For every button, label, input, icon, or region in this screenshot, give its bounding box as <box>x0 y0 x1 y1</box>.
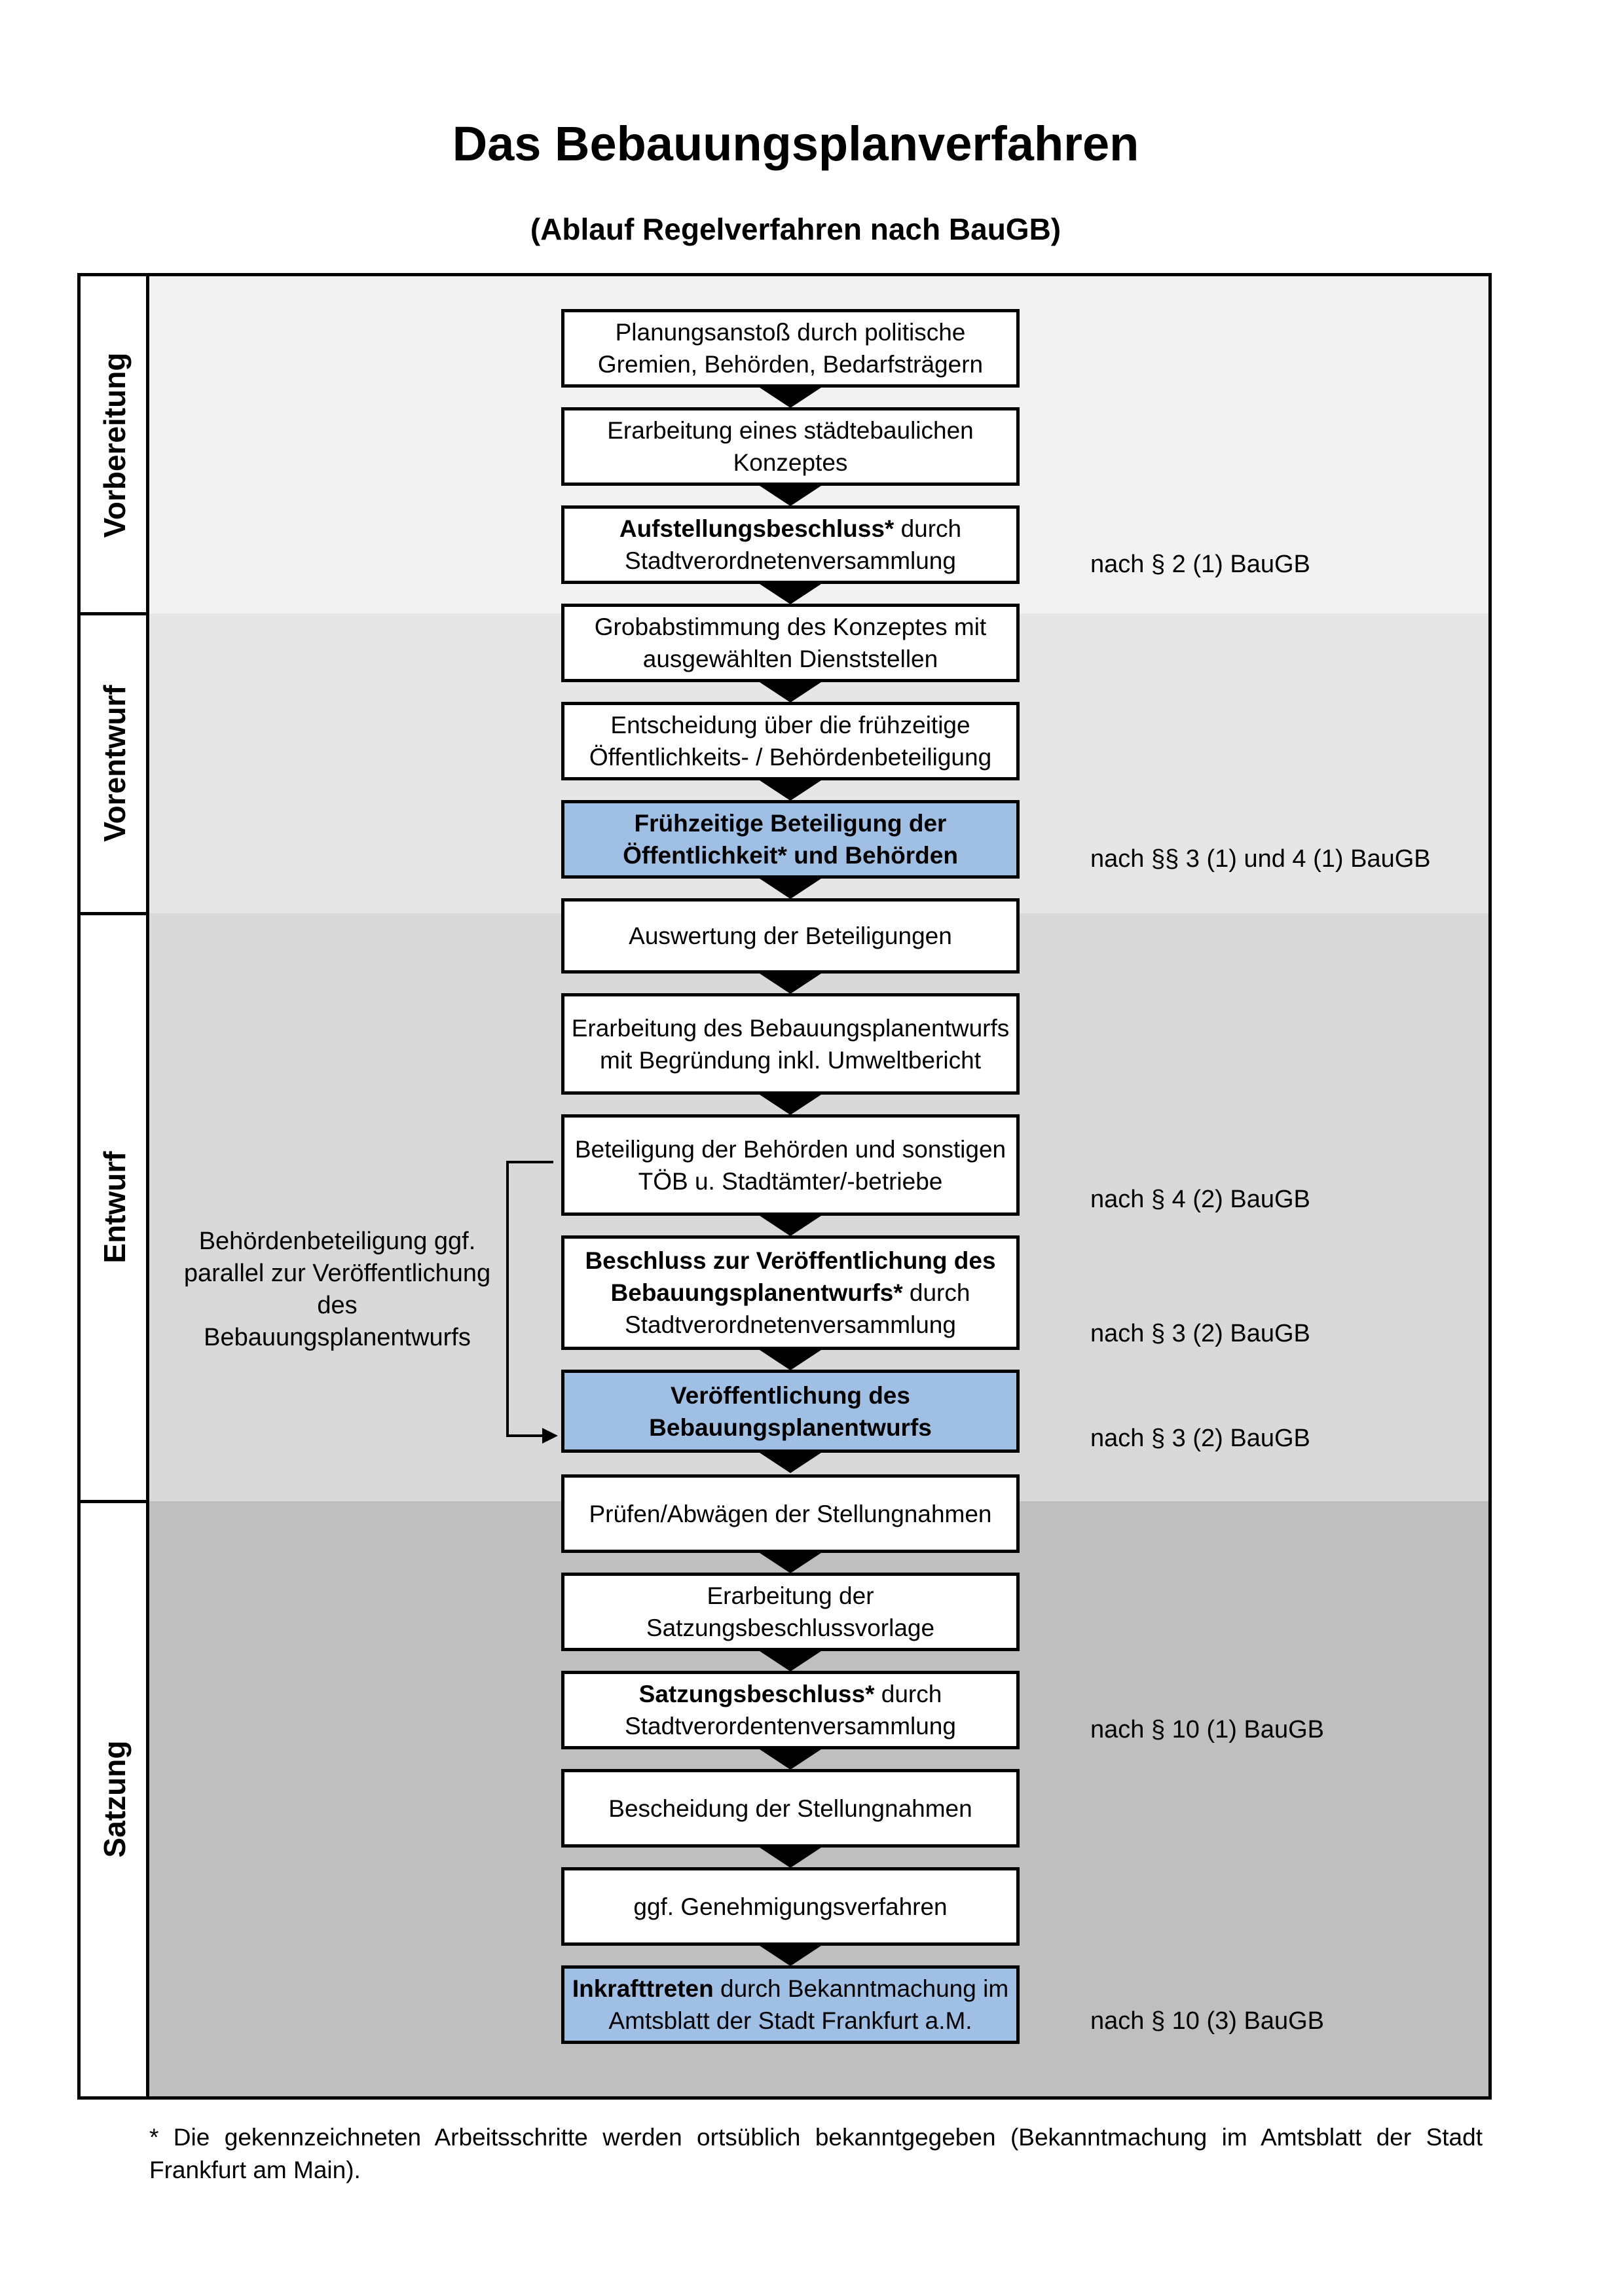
phase-cell-vorbereitung: Vorbereitung <box>81 276 149 613</box>
step-behoerdenbeteiligung: Beteiligung der Behörden und sonstigen T… <box>561 1114 1020 1216</box>
page-subtitle: (Ablauf Regelverfahren nach BauGB) <box>530 212 1061 246</box>
legal-reference: nach § 10 (3) BauGB <box>1090 2007 1324 2035</box>
step-text: Auswertung der Beteiligungen <box>629 922 952 949</box>
arrowhead-icon <box>542 1428 558 1444</box>
down-arrow-icon <box>758 1451 823 1473</box>
step-text: Planungsanstoß durch politische Gremien,… <box>597 319 984 378</box>
legal-reference: nach § 2 (1) BauGB <box>1090 551 1310 578</box>
footnote: * Die gekennzeichneten Arbeitsschritte w… <box>149 2124 1483 2183</box>
down-arrow-icon <box>758 484 823 506</box>
phase-cell-entwurf: Entwurf <box>81 913 149 1501</box>
step-text: Erarbeitung der Satzungsbeschlussvorlage <box>646 1582 935 1641</box>
down-arrow-icon <box>758 681 823 702</box>
step-pruefen-abwaegen: Prüfen/Abwägen der Stellungnahmen <box>561 1474 1020 1553</box>
step-text: Grobabstimmung des Konzeptes mit ausgewä… <box>594 613 987 672</box>
step-satzungsbeschluss: Satzungsbeschluss* durch Stadtverordente… <box>561 1671 1020 1749</box>
phase-divider <box>81 912 149 915</box>
down-arrow-icon <box>758 972 823 994</box>
down-arrow-icon <box>758 1944 823 1966</box>
step-text: Prüfen/Abwägen der Stellungnahmen <box>589 1500 992 1527</box>
step-text: Entscheidung über die frühzeitige Öffent… <box>589 712 992 771</box>
step-auswertung: Auswertung der Beteiligungen <box>561 898 1020 974</box>
step-text: Frühzeitige Beteiligung der Öffentlichke… <box>623 810 958 869</box>
down-arrow-icon <box>758 1748 823 1770</box>
step-satzungsbeschlussvorlage: Erarbeitung der Satzungsbeschlussvorlage <box>561 1573 1020 1651</box>
step-text: Erarbeitung eines städtebaulichen Konzep… <box>607 417 974 476</box>
down-arrow-icon <box>758 1552 823 1573</box>
step-text: Erarbeitung des Bebauungsplanentwurfs mi… <box>571 1014 1010 1074</box>
step-text: Inkrafttreten durch Bekanntmachung im Am… <box>572 1975 1009 2034</box>
legal-reference: nach § 3 (2) BauGB <box>1090 1320 1310 1347</box>
legal-reference: nach §§ 3 (1) und 4 (1) BauGB <box>1090 845 1431 873</box>
phase-cell-satzung: Satzung <box>81 1501 149 2096</box>
step-text: ggf. Genehmigungsverfahren <box>633 1893 948 1920</box>
step-fruehzeitige-beteiligung: Frühzeitige Beteiligung der Öffentlichke… <box>561 800 1020 879</box>
down-arrow-icon <box>758 877 823 899</box>
step-text: Veröffentlichung des Bebauungsplanentwur… <box>649 1381 932 1441</box>
step-text: Satzungsbeschluss* durch Stadtverordente… <box>625 1681 956 1740</box>
parallel-participation-note: Behördenbeteiligung ggf. parallel zur Ve… <box>183 1228 491 1351</box>
phase-divider <box>81 1500 149 1503</box>
down-arrow-icon <box>758 1093 823 1115</box>
down-arrow-icon <box>758 1214 823 1236</box>
legal-reference: nach § 10 (1) BauGB <box>1090 1716 1324 1743</box>
down-arrow-icon <box>758 583 823 604</box>
step-veroeffentlichungsbeschluss: Beschluss zur Veröffentlichung des Bebau… <box>561 1235 1020 1350</box>
connector-line <box>506 1161 553 1437</box>
step-konzept: Erarbeitung eines städtebaulichen Konzep… <box>561 407 1020 486</box>
step-inkrafttreten: Inkrafttreten durch Bekanntmachung im Am… <box>561 1965 1020 2044</box>
step-veroeffentlichung: Veröffentlichung des Bebauungsplanentwur… <box>561 1370 1020 1453</box>
down-arrow-icon <box>758 386 823 408</box>
phase-cell-vorentwurf: Vorentwurf <box>81 613 149 913</box>
down-arrow-icon <box>758 1846 823 1868</box>
step-text: Beteiligung der Behörden und sonstigen T… <box>574 1135 1006 1195</box>
step-grobabstimmung: Grobabstimmung des Konzeptes mit ausgewä… <box>561 604 1020 682</box>
step-entwurf-erarbeitung: Erarbeitung des Bebauungsplanentwurfs mi… <box>561 993 1020 1095</box>
page-title: Das Bebauungsplanverfahren <box>452 117 1139 171</box>
step-genehmigung: ggf. Genehmigungsverfahren <box>561 1867 1020 1946</box>
step-bescheidung: Bescheidung der Stellungnahmen <box>561 1769 1020 1848</box>
down-arrow-icon <box>758 1650 823 1671</box>
down-arrow-icon <box>758 779 823 801</box>
legal-reference: nach § 4 (2) BauGB <box>1090 1186 1310 1213</box>
step-aufstellungsbeschluss: Aufstellungsbeschluss* durch Stadtverord… <box>561 505 1020 584</box>
step-text: Aufstellungsbeschluss* durch Stadtverord… <box>619 515 962 574</box>
step-planungsanstoss: Planungsanstoß durch politische Gremien,… <box>561 309 1020 388</box>
down-arrow-icon <box>758 1349 823 1370</box>
phase-divider <box>81 612 149 615</box>
step-text: Bescheidung der Stellungnahmen <box>608 1795 972 1822</box>
step-entscheidung-fruehzeitig: Entscheidung über die frühzeitige Öffent… <box>561 702 1020 780</box>
legal-reference: nach § 3 (2) BauGB <box>1090 1425 1310 1452</box>
step-text: Beschluss zur Veröffentlichung des Bebau… <box>585 1247 996 1338</box>
